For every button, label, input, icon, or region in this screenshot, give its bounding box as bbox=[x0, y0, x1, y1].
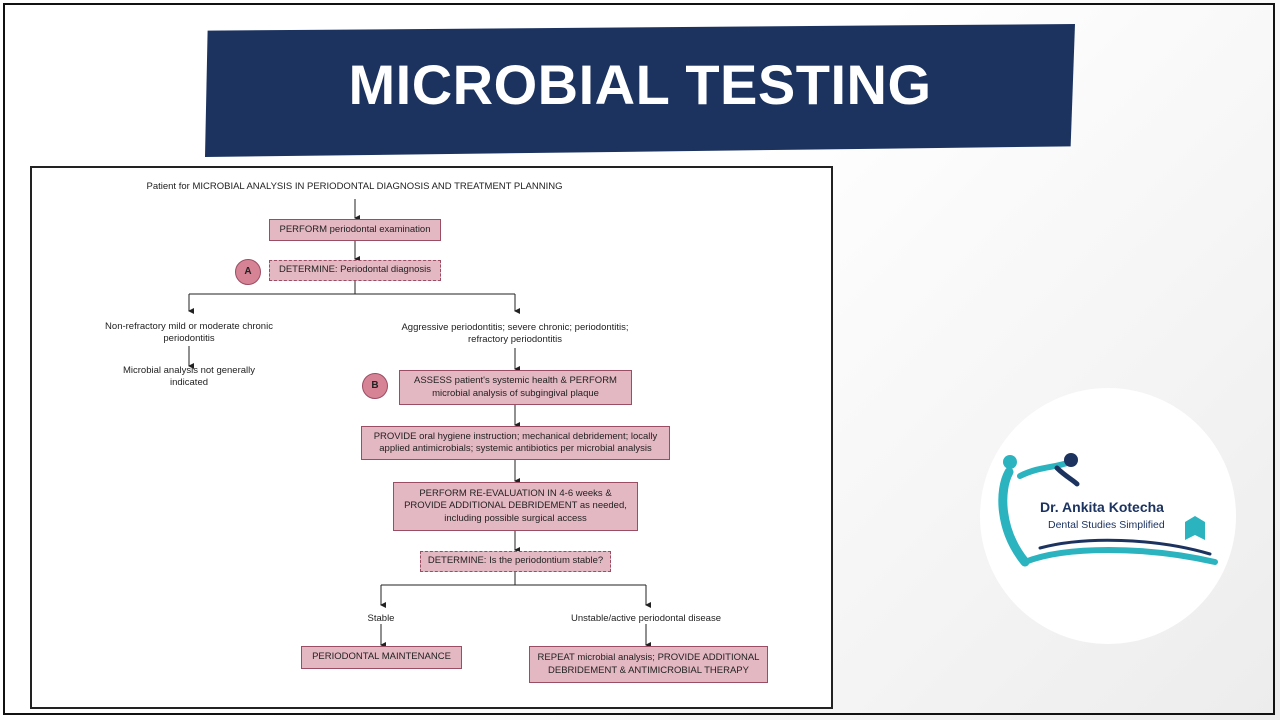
left-branch-text: Non-refractory mild or moderate chronic … bbox=[105, 321, 273, 344]
repeat-box: REPEAT microbial analysis; PROVIDE ADDIT… bbox=[529, 646, 768, 683]
badge-a: A bbox=[235, 259, 261, 285]
badge-b: B bbox=[362, 373, 388, 399]
flowchart-start-text: Patient for MICROBIAL ANALYSIS IN PERIOD… bbox=[146, 181, 563, 192]
provide-box: PROVIDE oral hygiene instruction; mechan… bbox=[361, 426, 670, 460]
logo-tagline: Dental Studies Simplified bbox=[1048, 519, 1165, 531]
slide-frame bbox=[3, 3, 1275, 715]
assess-box: ASSESS patient's systemic health & PERFO… bbox=[399, 370, 632, 405]
determine-diagnosis-box: DETERMINE: Periodontal diagnosis bbox=[269, 260, 441, 281]
logo-name: Dr. Ankita Kotecha bbox=[1040, 499, 1164, 515]
title-banner bbox=[205, 24, 1075, 157]
maintenance-box: PERIODONTAL MAINTENANCE bbox=[301, 646, 462, 669]
flowchart-connectors bbox=[188, 199, 651, 648]
unstable-label: Unstable/active periodontal disease bbox=[571, 613, 721, 624]
flowchart: Patient for MICROBIAL ANALYSIS IN PERIOD… bbox=[30, 166, 833, 709]
logo-badge bbox=[980, 388, 1236, 644]
reevaluation-box: PERFORM RE-EVALUATION IN 4-6 weeks & PRO… bbox=[393, 482, 638, 531]
determine-stable-box: DETERMINE: Is the periodontium stable? bbox=[420, 551, 611, 572]
left-result-text: Microbial analysis not generally indicat… bbox=[122, 365, 255, 388]
tooth-logo-icon bbox=[998, 453, 1218, 567]
right-branch-text: Aggressive periodontitis; severe chronic… bbox=[401, 322, 629, 345]
slide-title: MICROBIAL TESTING bbox=[348, 53, 932, 116]
stable-label: Stable bbox=[367, 613, 395, 624]
perform-exam-box: PERFORM periodontal examination bbox=[269, 219, 441, 241]
